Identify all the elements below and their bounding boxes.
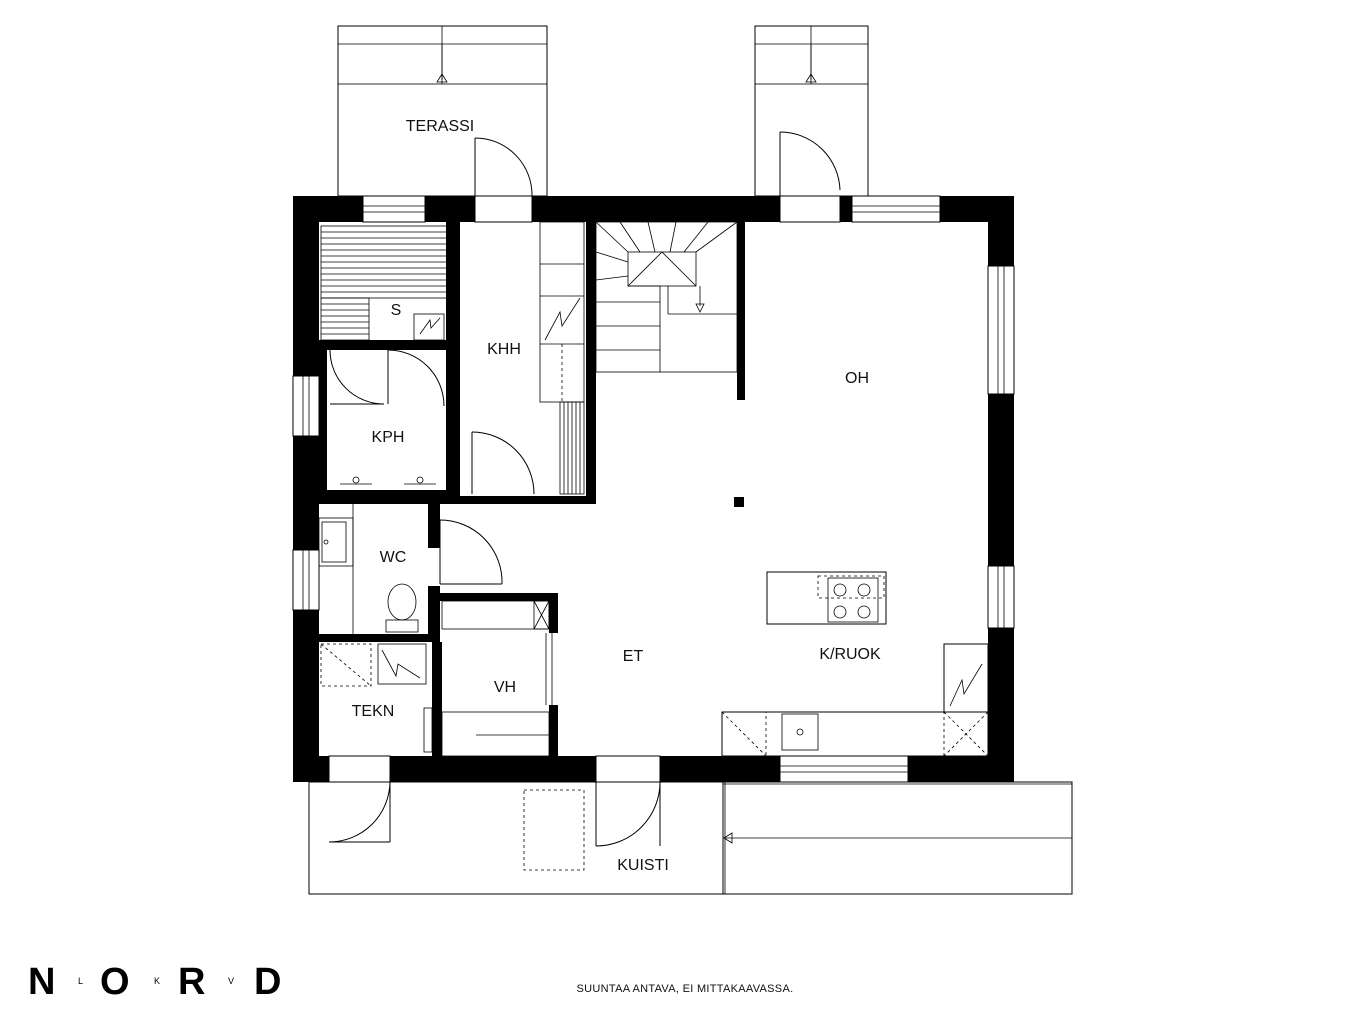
room-label-wc: WC bbox=[380, 549, 407, 566]
room-labels: TERASSI S KHH OH KPH WC ET K/RUOK VH TEK… bbox=[352, 118, 881, 874]
logo-letter-d: D bbox=[254, 961, 281, 1002]
tekn-fixtures bbox=[320, 643, 433, 753]
room-label-kph: KPH bbox=[372, 429, 405, 446]
wc-fixtures bbox=[318, 504, 419, 634]
room-label-et: ET bbox=[623, 648, 644, 665]
khh-cabinets bbox=[539, 221, 585, 495]
room-label-terassi: TERASSI bbox=[406, 118, 474, 135]
nord-logo: N L O K R V D bbox=[28, 961, 281, 1002]
room-label-k-ruok: K/RUOK bbox=[819, 646, 881, 663]
porch bbox=[308, 781, 1073, 895]
terrace-left bbox=[337, 25, 548, 197]
logo-letter-k: K bbox=[154, 976, 161, 986]
interior-walls bbox=[319, 222, 745, 756]
logo-letter-v: V bbox=[228, 976, 235, 986]
room-label-sauna: S bbox=[391, 302, 402, 319]
logo-letter-o: O bbox=[100, 961, 130, 1002]
terrace-right bbox=[754, 25, 869, 197]
logo-letter-l: L bbox=[78, 976, 84, 986]
staircase bbox=[595, 221, 738, 373]
room-label-khh: KHH bbox=[487, 341, 521, 358]
kph-fixtures bbox=[340, 476, 436, 485]
room-label-kuisti: KUISTI bbox=[617, 857, 669, 874]
logo-letter-r: R bbox=[178, 961, 205, 1002]
disclaimer-text: SUUNTAA ANTAVA, EI MITTAKAAVASSA. bbox=[576, 983, 794, 995]
sauna-benches bbox=[320, 225, 448, 341]
logo-letter-n: N bbox=[28, 961, 55, 1002]
outer-walls bbox=[293, 196, 1014, 782]
kitchen-fixtures bbox=[721, 571, 989, 757]
room-label-vh: VH bbox=[494, 679, 516, 696]
vh-shelves bbox=[441, 600, 553, 757]
room-label-tekn: TEKN bbox=[352, 703, 395, 720]
doors bbox=[328, 131, 841, 847]
windows bbox=[292, 195, 1015, 783]
room-label-oh: OH bbox=[845, 370, 869, 387]
